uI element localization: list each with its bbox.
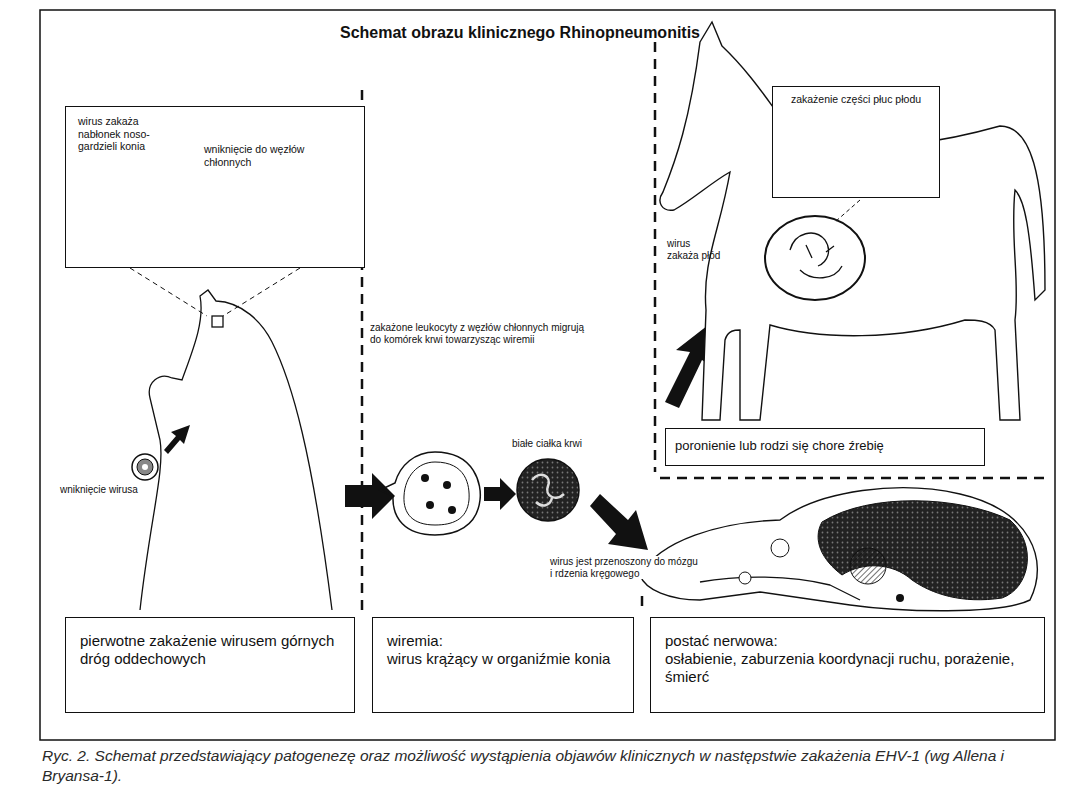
text-box: poronienie lub rodzi się chore źrebię — [665, 428, 985, 466]
box-text: zakażenie części płuc płodu — [779, 93, 933, 106]
figure-caption: Ryc. 2. Schemat przedstawiający patogene… — [42, 746, 1042, 786]
box-text: wirus krążący w organiźmie konia — [387, 650, 619, 668]
box-text: wirus zakaża nabłonek noso-gardzieli kon… — [78, 115, 178, 153]
callout-lines — [130, 268, 300, 316]
arrow — [590, 494, 648, 550]
lymph-node — [380, 452, 480, 535]
box-heading: postać nerwowa: — [665, 632, 1030, 650]
annotation: wirus zakaża płód — [667, 238, 722, 261]
arrow — [345, 473, 395, 519]
text-box: postać nerwowa:osłabienie, zaburzenia ko… — [650, 617, 1045, 713]
uterus — [765, 216, 865, 300]
text-box: wiremia:wirus krążący w organiźmie konia — [372, 617, 634, 713]
annotation: zakażone leukocyty z węzłów chłonnych mi… — [370, 322, 585, 345]
box-text: wniknięcie do węzłów chłonnych — [204, 143, 314, 168]
box-text: pierwotne zakażenie wirusem górnych dróg… — [80, 632, 340, 668]
box-text: poronienie lub rodzi się chore źrebię — [675, 438, 975, 454]
callout-line — [835, 200, 860, 222]
brain — [640, 488, 1037, 611]
annotation: wniknięcie wirusa — [60, 484, 155, 496]
foal-head — [140, 290, 332, 610]
annotation: wirus jest przenoszony do mózgu i rdzeni… — [548, 556, 702, 579]
arrow — [484, 478, 516, 510]
virus — [132, 454, 158, 480]
box-text: osłabienie, zaburzenia koordynacji ruchu… — [665, 650, 1030, 686]
text-box: pierwotne zakażenie wirusem górnych dróg… — [65, 617, 355, 713]
diagram-title: Schemat obrazu klinicznego Rhinopneumoni… — [150, 24, 890, 42]
frame — [40, 10, 1055, 740]
inset-box: wirus zakaża nabłonek noso-gardzieli kon… — [65, 106, 365, 268]
white-blood-cell — [517, 459, 579, 521]
nasopharynx-marker — [212, 316, 223, 327]
arrow — [164, 425, 190, 454]
annotation: białe ciałka krwi — [512, 438, 602, 450]
mare — [660, 22, 1045, 420]
text-box: zakażenie części płuc płodu — [772, 86, 940, 198]
box-heading: wiremia: — [387, 632, 619, 650]
